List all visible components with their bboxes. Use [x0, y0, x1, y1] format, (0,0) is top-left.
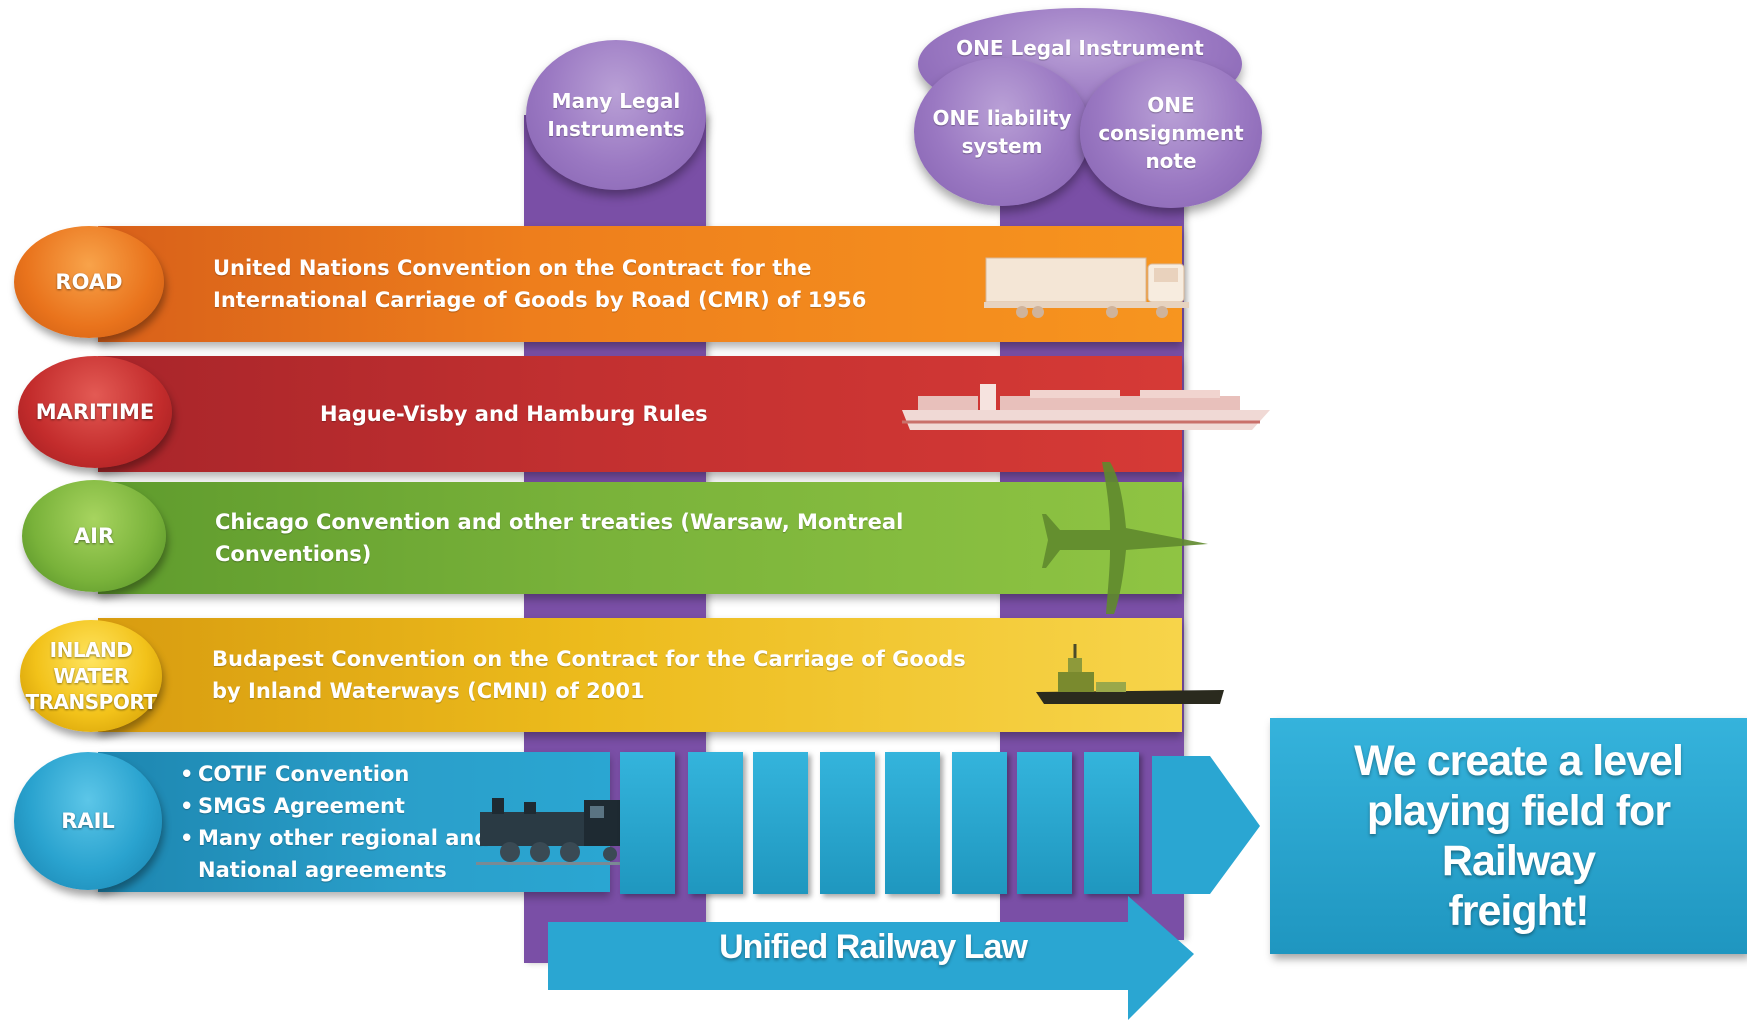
unified-railway-law-arrow	[548, 896, 1194, 1020]
oval-air: AIR	[22, 480, 166, 592]
rail-block	[1084, 752, 1139, 894]
list-item: Many other regional and National agreeme…	[180, 822, 489, 886]
rail-block	[820, 752, 875, 894]
rail-arrow-head	[1152, 756, 1260, 894]
rail-agreements-list: COTIF Convention SMGS Agreement Many oth…	[180, 758, 489, 886]
container-ship-icon	[902, 384, 1270, 430]
rail-block	[753, 752, 808, 894]
maritime-rules-text: Hague-Visby and Hamburg Rules	[320, 402, 708, 426]
rail-block	[620, 752, 675, 894]
rail-block	[688, 752, 743, 894]
air-convention-text: Chicago Convention and other treaties (W…	[215, 510, 904, 566]
oval-road: ROAD	[14, 226, 164, 338]
result-headline: We create a level playing field for Rail…	[1354, 737, 1684, 935]
oval-inland-water: INLAND WATER TRANSPORT	[20, 620, 162, 732]
result-box: We create a level playing field for Rail…	[1270, 718, 1747, 954]
band-inland-water: Budapest Convention on the Contract for …	[98, 618, 1182, 732]
bubble-one-liability-system: ONE liability system	[914, 58, 1090, 206]
rail-block	[1017, 752, 1072, 894]
bubble-one-consignment-note: ONE consignment note	[1080, 58, 1262, 208]
oval-rail: RAIL	[14, 752, 162, 890]
unified-railway-law-label: Unified Railway Law	[719, 928, 1028, 966]
rail-block	[885, 752, 940, 894]
airplane-icon	[1042, 462, 1208, 614]
inland-water-convention-text: Budapest Convention on the Contract for …	[212, 647, 966, 703]
oval-maritime: MARITIME	[18, 356, 172, 468]
rail-block	[952, 752, 1007, 894]
list-item: SMGS Agreement	[180, 790, 489, 822]
band-air: Chicago Convention and other treaties (W…	[98, 482, 1182, 594]
list-item: COTIF Convention	[180, 758, 489, 790]
barge-icon	[1036, 644, 1224, 704]
road-convention-text: United Nations Convention on the Contrac…	[213, 256, 867, 312]
truck-icon	[984, 257, 1189, 318]
bubble-many-legal-instruments: Many Legal Instruments	[526, 40, 706, 190]
